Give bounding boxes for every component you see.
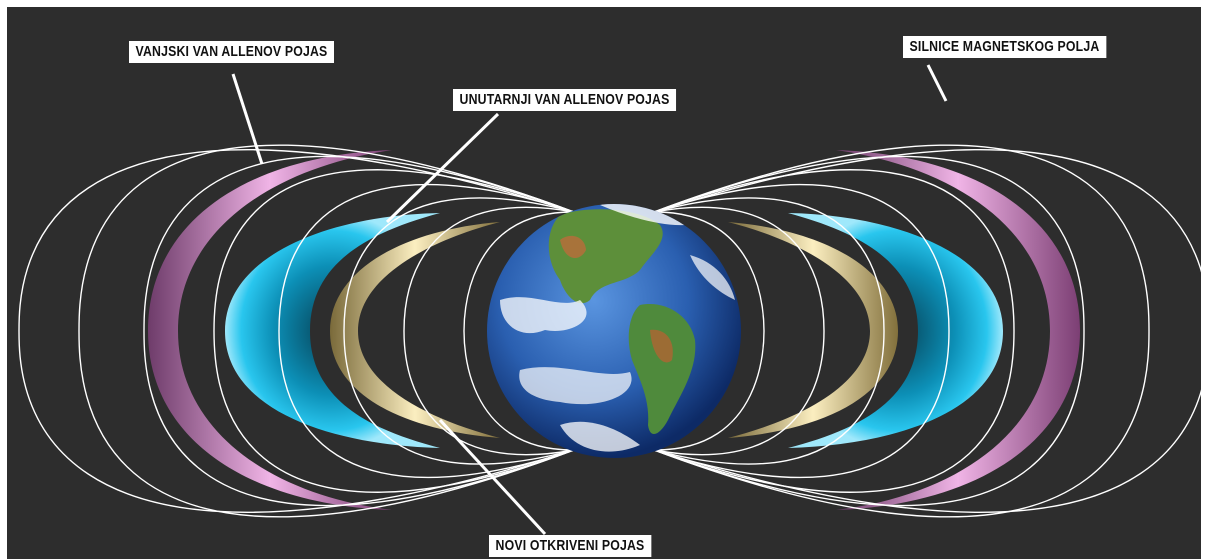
field-line [653,206,825,456]
right-new-belt [728,222,898,438]
earth-globe [487,204,741,458]
pointer-inner-belt [385,112,500,224]
label-field-lines: SILNICE MAGNETSKOG POLJA [903,36,1106,58]
pointer-outer-belt [231,73,264,165]
left-outer-belt [148,150,392,510]
field-line [653,169,1015,493]
pointer-new-belt [438,418,547,536]
label-outer-belt: VANJSKI VAN ALLENOV POJAS [129,41,334,63]
right-outer-belt [836,150,1080,510]
field-line [463,211,575,451]
field-line [278,183,575,479]
field-line [343,197,575,465]
field-line [213,169,575,493]
field-line [653,155,1085,507]
field-line [653,149,1208,513]
left-new-belt [330,222,500,438]
field-line [78,144,575,518]
field-line [653,144,1150,518]
field-line [653,197,885,465]
label-inner-belt: UNUTARNJI VAN ALLENOV POJAS [453,89,677,111]
field-line [653,211,765,451]
label-new-belt: NOVI OTKRIVENI POJAS [489,535,651,557]
field-line [653,183,950,479]
field-line [18,149,575,513]
right-inner-belt [788,213,1003,448]
field-line [143,155,575,507]
pointer-field-lines [926,64,948,102]
pointer-lines [231,64,948,536]
magnetic-field-lines [18,144,1208,518]
left-inner-belt [225,213,440,448]
